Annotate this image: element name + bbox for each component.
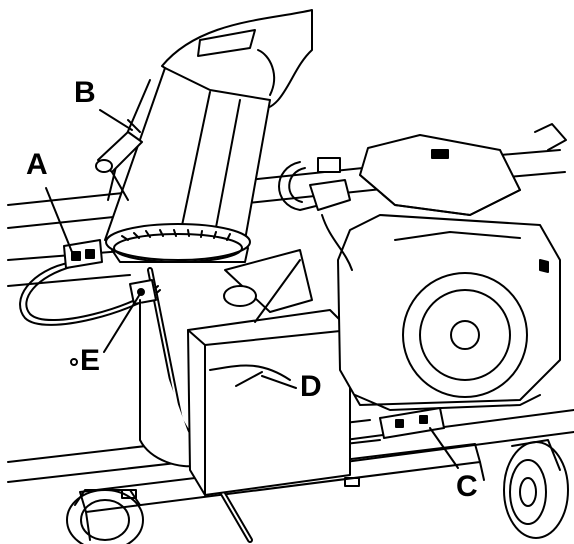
leader-lines [45, 109, 459, 469]
leader-line-a [45, 187, 73, 253]
gearbox-housing [139, 299, 351, 496]
leader-line-e [103, 293, 141, 353]
engine-block [337, 134, 561, 411]
chute-deflector-actuator [95, 119, 143, 201]
callout-e: E [80, 344, 101, 377]
engine-wiring [278, 157, 353, 271]
cable-bracket-a [63, 239, 103, 269]
left-wheel [66, 489, 144, 544]
engine-mount-bracket-c [379, 407, 445, 439]
discharge-chute [104, 9, 313, 241]
callout-a: A [26, 148, 48, 181]
callout-c: C [456, 470, 478, 503]
callout-b: B [74, 76, 96, 109]
impeller-bracket [223, 249, 313, 323]
chute-base-ring [105, 223, 251, 263]
leader-line-d [261, 375, 297, 389]
leader-line-c [429, 427, 459, 469]
callout-d: D [300, 370, 322, 403]
leader-line-b [99, 109, 133, 131]
right-wheel [503, 439, 569, 539]
